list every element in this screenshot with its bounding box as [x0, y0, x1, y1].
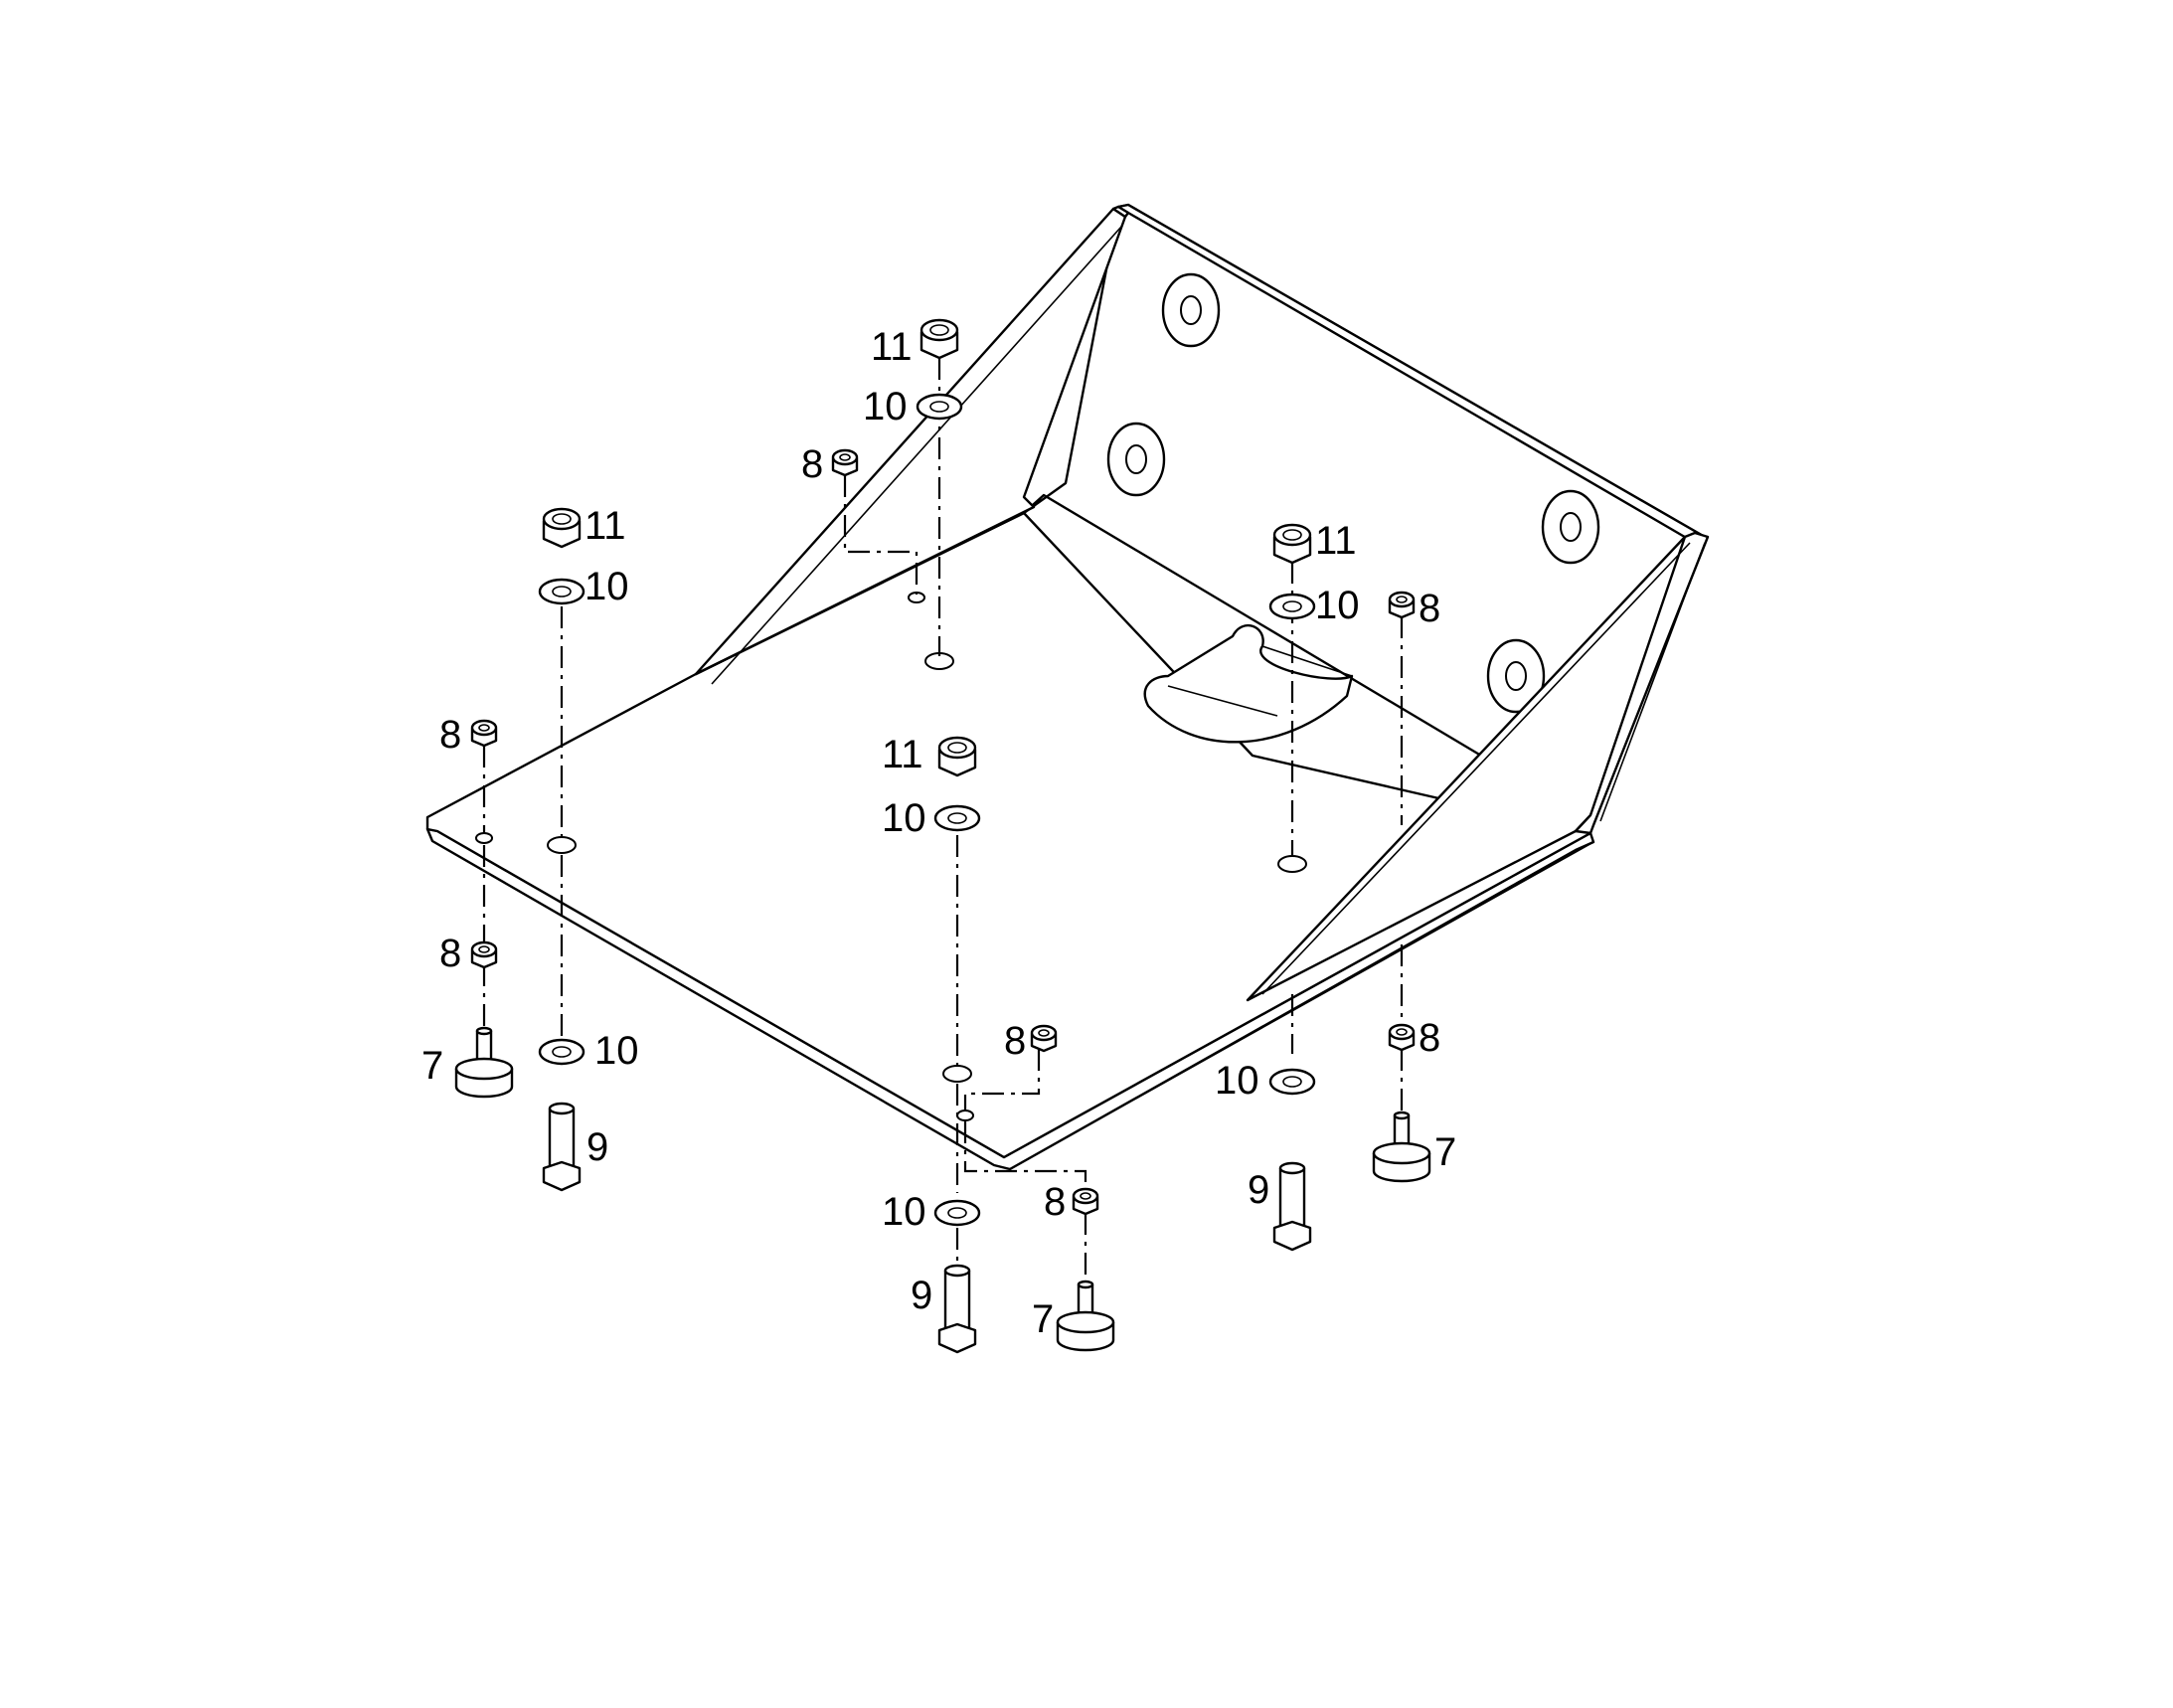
foot-7-left	[454, 1026, 514, 1099]
callout-10-lower-left: 10	[594, 1029, 639, 1073]
bolt-9-bottom	[937, 1264, 977, 1354]
washer-10-mid	[933, 804, 981, 832]
callout-11-mid: 11	[882, 733, 923, 776]
callout-11-top: 11	[871, 325, 913, 369]
assembly-centerlines	[482, 358, 1404, 1282]
callout-10-mid: 10	[882, 796, 926, 840]
callout-9-bottom: 9	[911, 1274, 932, 1317]
nut-8-top	[831, 448, 859, 477]
nut-8-right	[1388, 591, 1416, 619]
washer-10-top	[916, 393, 963, 421]
slot-cutout	[1143, 624, 1354, 744]
left-gusset	[694, 205, 1130, 685]
nut-8-lower-right	[1388, 1023, 1416, 1052]
lock-nut-11-top	[919, 318, 959, 360]
washer-10-left	[538, 578, 585, 605]
callout-11-left: 11	[585, 504, 626, 548]
callout-7-right: 7	[1434, 1130, 1456, 1174]
mounting-plate	[425, 511, 1595, 1171]
lock-nut-11-mid	[937, 736, 977, 777]
callout-8-bottom: 8	[1044, 1180, 1066, 1224]
washer-10-lower-left	[538, 1038, 585, 1066]
callout-8-left: 8	[439, 713, 461, 757]
callout-9-right: 9	[1248, 1168, 1269, 1212]
washer-10-lower-right	[1268, 1068, 1316, 1096]
callout-9-left: 9	[586, 1125, 608, 1169]
callout-7-bottom: 7	[1032, 1297, 1054, 1341]
lock-nut-11-left	[542, 507, 582, 549]
callout-7-left: 7	[421, 1044, 443, 1088]
callout-8-lower-right: 8	[1419, 1016, 1440, 1060]
callout-10-left: 10	[585, 565, 629, 608]
callout-11-right: 11	[1315, 519, 1357, 563]
bolt-9-left	[542, 1102, 582, 1192]
nut-8-mid-lower	[1030, 1024, 1058, 1053]
callout-10-lower-right: 10	[1215, 1059, 1259, 1103]
plate-holes	[475, 592, 1307, 1121]
nut-8-lower-left	[470, 940, 498, 969]
callout-8-top: 8	[801, 442, 823, 486]
callout-10-bottom: 10	[882, 1190, 926, 1234]
callout-10-top: 10	[863, 385, 908, 428]
callout-labels: 11 10 8 11 10 8 11 10 8 11 10 8 7 10 9 8…	[421, 325, 1456, 1341]
callout-8-right: 8	[1419, 587, 1440, 630]
right-gusset	[1246, 531, 1710, 1002]
nut-8-bottom	[1072, 1187, 1099, 1216]
callout-8-mid-lower: 8	[1004, 1019, 1026, 1063]
callout-10-right: 10	[1315, 584, 1360, 627]
foot-7-bottom	[1056, 1280, 1115, 1352]
nut-8-left	[470, 719, 498, 748]
lock-nut-11-right	[1272, 523, 1312, 565]
callout-8-lower-left: 8	[439, 932, 461, 975]
foot-7-right	[1372, 1110, 1431, 1183]
washer-10-bottom	[933, 1199, 981, 1227]
bolt-9-right	[1272, 1161, 1312, 1252]
washer-10-right	[1268, 593, 1316, 620]
rear-flange	[1022, 203, 1707, 758]
